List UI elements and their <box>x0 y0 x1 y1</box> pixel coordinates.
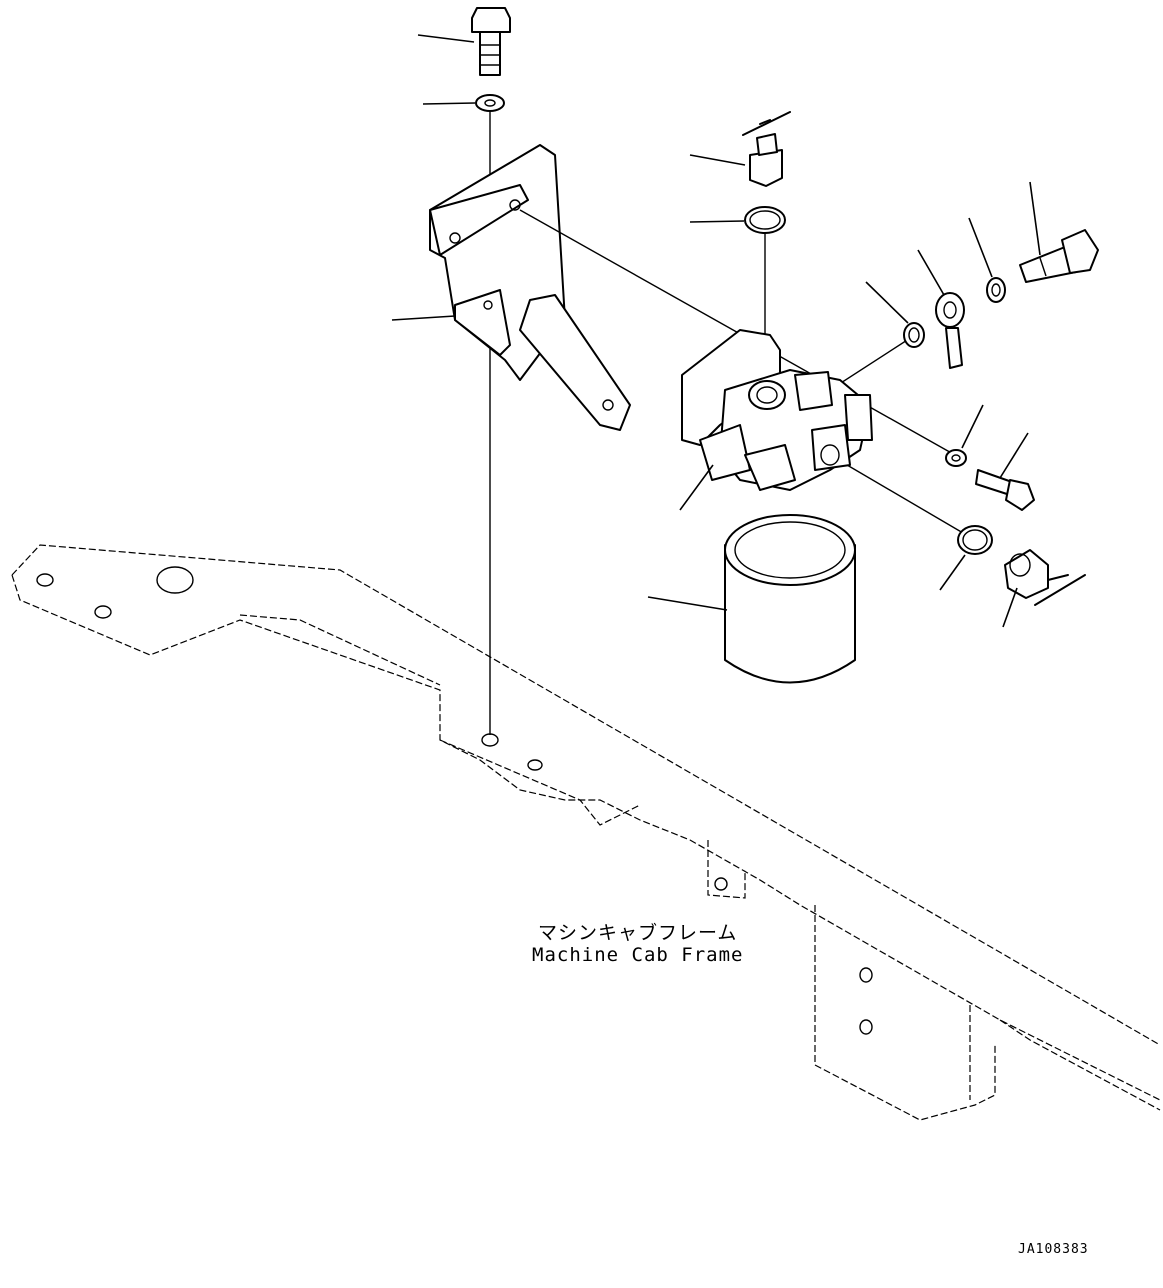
gasket-leader <box>865 281 909 324</box>
screw <box>975 469 1035 511</box>
screw-leader <box>999 432 1029 479</box>
small-washer <box>945 449 967 467</box>
bracket <box>429 144 631 431</box>
drain-valve-leader <box>1002 587 1018 628</box>
banjo-fitting <box>935 292 965 369</box>
o-ring-top-leader <box>689 220 745 223</box>
washer-leader <box>422 102 476 105</box>
banjo-bolt-leader <box>1029 181 1041 256</box>
bolt <box>471 7 511 76</box>
filter-head-leader <box>679 464 714 511</box>
banjo-leader <box>917 249 945 296</box>
plug-leader <box>689 154 746 166</box>
cab-frame-outline <box>11 544 1161 1121</box>
frame-label-japanese: マシンキャブフレーム <box>538 922 738 944</box>
gasket-small <box>903 322 925 348</box>
filter-element-leader <box>647 596 728 611</box>
washer <box>475 94 505 112</box>
filter-head <box>681 329 873 491</box>
drain-valve <box>1004 549 1086 606</box>
seal-washer-leader <box>968 217 993 278</box>
filter-element <box>724 514 856 684</box>
small-washer-leader <box>961 404 984 449</box>
bolt-leader <box>417 34 475 43</box>
bracket-leader <box>391 315 456 321</box>
frame-label-english: Machine Cab Frame <box>532 944 744 966</box>
o-ring-lower-leader <box>939 554 966 591</box>
document-code: JA108383 <box>1018 1242 1089 1257</box>
seal-washer <box>986 277 1006 303</box>
air-bleed-plug <box>742 111 791 187</box>
banjo-bolt <box>1019 229 1099 283</box>
